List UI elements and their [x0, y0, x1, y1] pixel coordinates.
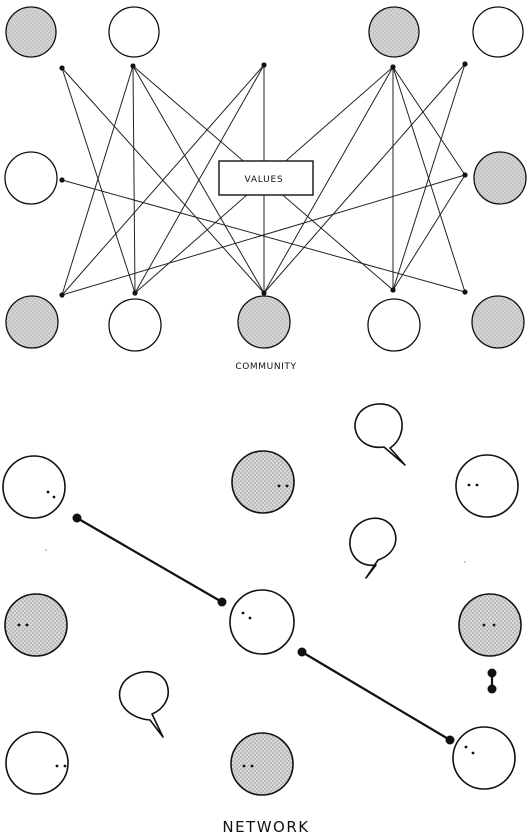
eye-dot — [46, 490, 50, 494]
eye-dot — [467, 483, 471, 487]
eye-dot — [248, 616, 252, 620]
plain-node — [472, 6, 524, 58]
network-diagram — [2, 403, 522, 796]
plain-node — [4, 151, 58, 205]
eye-dot — [277, 484, 281, 488]
network-link — [75, 516, 224, 604]
plain-person-node — [229, 589, 295, 655]
connection-line — [392, 66, 466, 293]
plain-node — [108, 298, 162, 352]
community-title: COMMUNITY — [235, 362, 297, 372]
plain-node — [108, 6, 160, 58]
endpoint-dot — [59, 292, 65, 298]
shaded-node — [471, 295, 525, 349]
node-eyes — [17, 483, 496, 768]
shaded-node — [473, 151, 527, 205]
shaded-node — [368, 6, 420, 58]
eye-dot — [285, 484, 289, 488]
eye-dot — [464, 745, 468, 749]
connection-line — [263, 63, 466, 294]
plain-person-node — [455, 454, 519, 518]
link-end-dot — [72, 513, 82, 523]
shaded-person-node — [231, 450, 295, 514]
network-link-ends — [72, 513, 497, 745]
endpoint-dot — [132, 290, 138, 296]
connection-line — [61, 179, 466, 293]
eye-dot — [17, 623, 21, 627]
connection-line — [392, 63, 466, 291]
connection-line — [392, 174, 466, 291]
shaded-node — [237, 295, 291, 349]
connection-line — [61, 64, 265, 296]
stray-marks — [45, 549, 466, 563]
speech-bubbles — [118, 403, 406, 738]
eye-dot — [250, 764, 254, 768]
plain-person-node — [452, 726, 516, 790]
link-end-dot — [445, 735, 455, 745]
values-label: VALUES — [244, 175, 283, 185]
connection-line — [392, 66, 466, 176]
shaded-node — [5, 6, 57, 58]
shaded-person-node — [4, 593, 68, 657]
link-end-dot — [217, 597, 227, 607]
community-diagram: VALUES — [4, 6, 527, 352]
endpoint-dot — [462, 61, 468, 67]
connection-endpoints — [59, 61, 468, 298]
network-title: NETWORK — [222, 818, 310, 836]
plain-person-node — [5, 731, 69, 795]
eye-dot — [55, 764, 59, 768]
plain-node — [367, 298, 421, 352]
connection-line — [61, 65, 134, 296]
endpoint-dot — [462, 289, 468, 295]
eye-dot — [241, 611, 245, 615]
eye-dot — [492, 623, 496, 627]
shaded-node — [5, 295, 59, 349]
eye-dot — [471, 751, 475, 755]
speech-bubble-icon — [349, 517, 397, 579]
network-link — [300, 650, 452, 742]
connection-line — [134, 64, 265, 294]
link-end-dot — [297, 647, 307, 657]
endpoint-dot — [261, 290, 267, 296]
values-box: VALUES — [218, 160, 314, 196]
shaded-person-node — [230, 732, 294, 796]
eye-dot — [242, 764, 246, 768]
community-nodes — [4, 6, 527, 352]
eye-dot — [482, 623, 486, 627]
link-end-dot — [487, 684, 497, 694]
network-nodes — [2, 450, 522, 796]
speech-bubble-icon — [118, 671, 169, 738]
connection-line — [132, 65, 136, 294]
connection-line — [61, 67, 136, 294]
endpoint-dot — [59, 65, 65, 71]
plain-person-node — [2, 455, 66, 519]
connection-line — [263, 66, 394, 294]
endpoint-dot — [261, 62, 267, 68]
eye-dot — [63, 764, 67, 768]
speech-bubble-icon — [354, 403, 406, 466]
endpoint-dot — [462, 172, 468, 178]
connection-line — [132, 65, 265, 294]
endpoint-dot — [390, 64, 396, 70]
endpoint-dot — [59, 177, 65, 183]
endpoint-dot — [390, 287, 396, 293]
shaded-person-node — [458, 593, 522, 657]
endpoint-dot — [130, 63, 136, 69]
link-end-dot — [487, 668, 497, 678]
connection-line — [61, 174, 466, 296]
eye-dot — [475, 483, 479, 487]
eye-dot — [25, 623, 29, 627]
eye-dot — [52, 495, 56, 499]
